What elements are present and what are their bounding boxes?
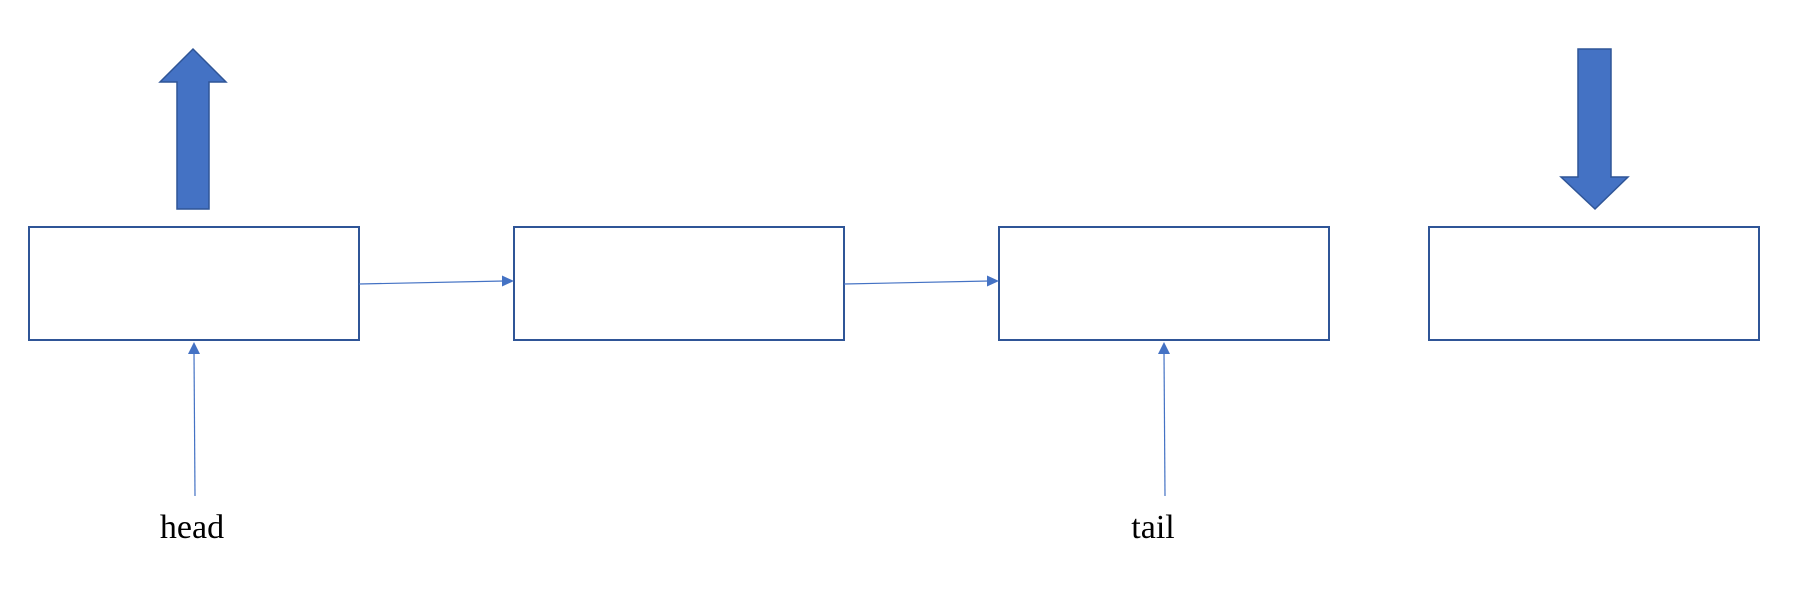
queue-node-3: [998, 226, 1330, 341]
tail-pointer-arrow: [1158, 342, 1170, 497]
queue-node-1: [28, 226, 360, 341]
link-arrow-node1-to-node2: [358, 275, 514, 287]
head-pointer-arrow: [188, 342, 200, 497]
queue-node-2: [513, 226, 845, 341]
link-arrow-node2-to-node3: [843, 275, 999, 287]
queue-node-new: [1428, 226, 1760, 341]
head-label: head: [160, 509, 224, 546]
down-arrow-icon: [1559, 48, 1630, 211]
up-arrow-icon: [158, 47, 228, 210]
tail-label: tail: [1131, 509, 1174, 546]
